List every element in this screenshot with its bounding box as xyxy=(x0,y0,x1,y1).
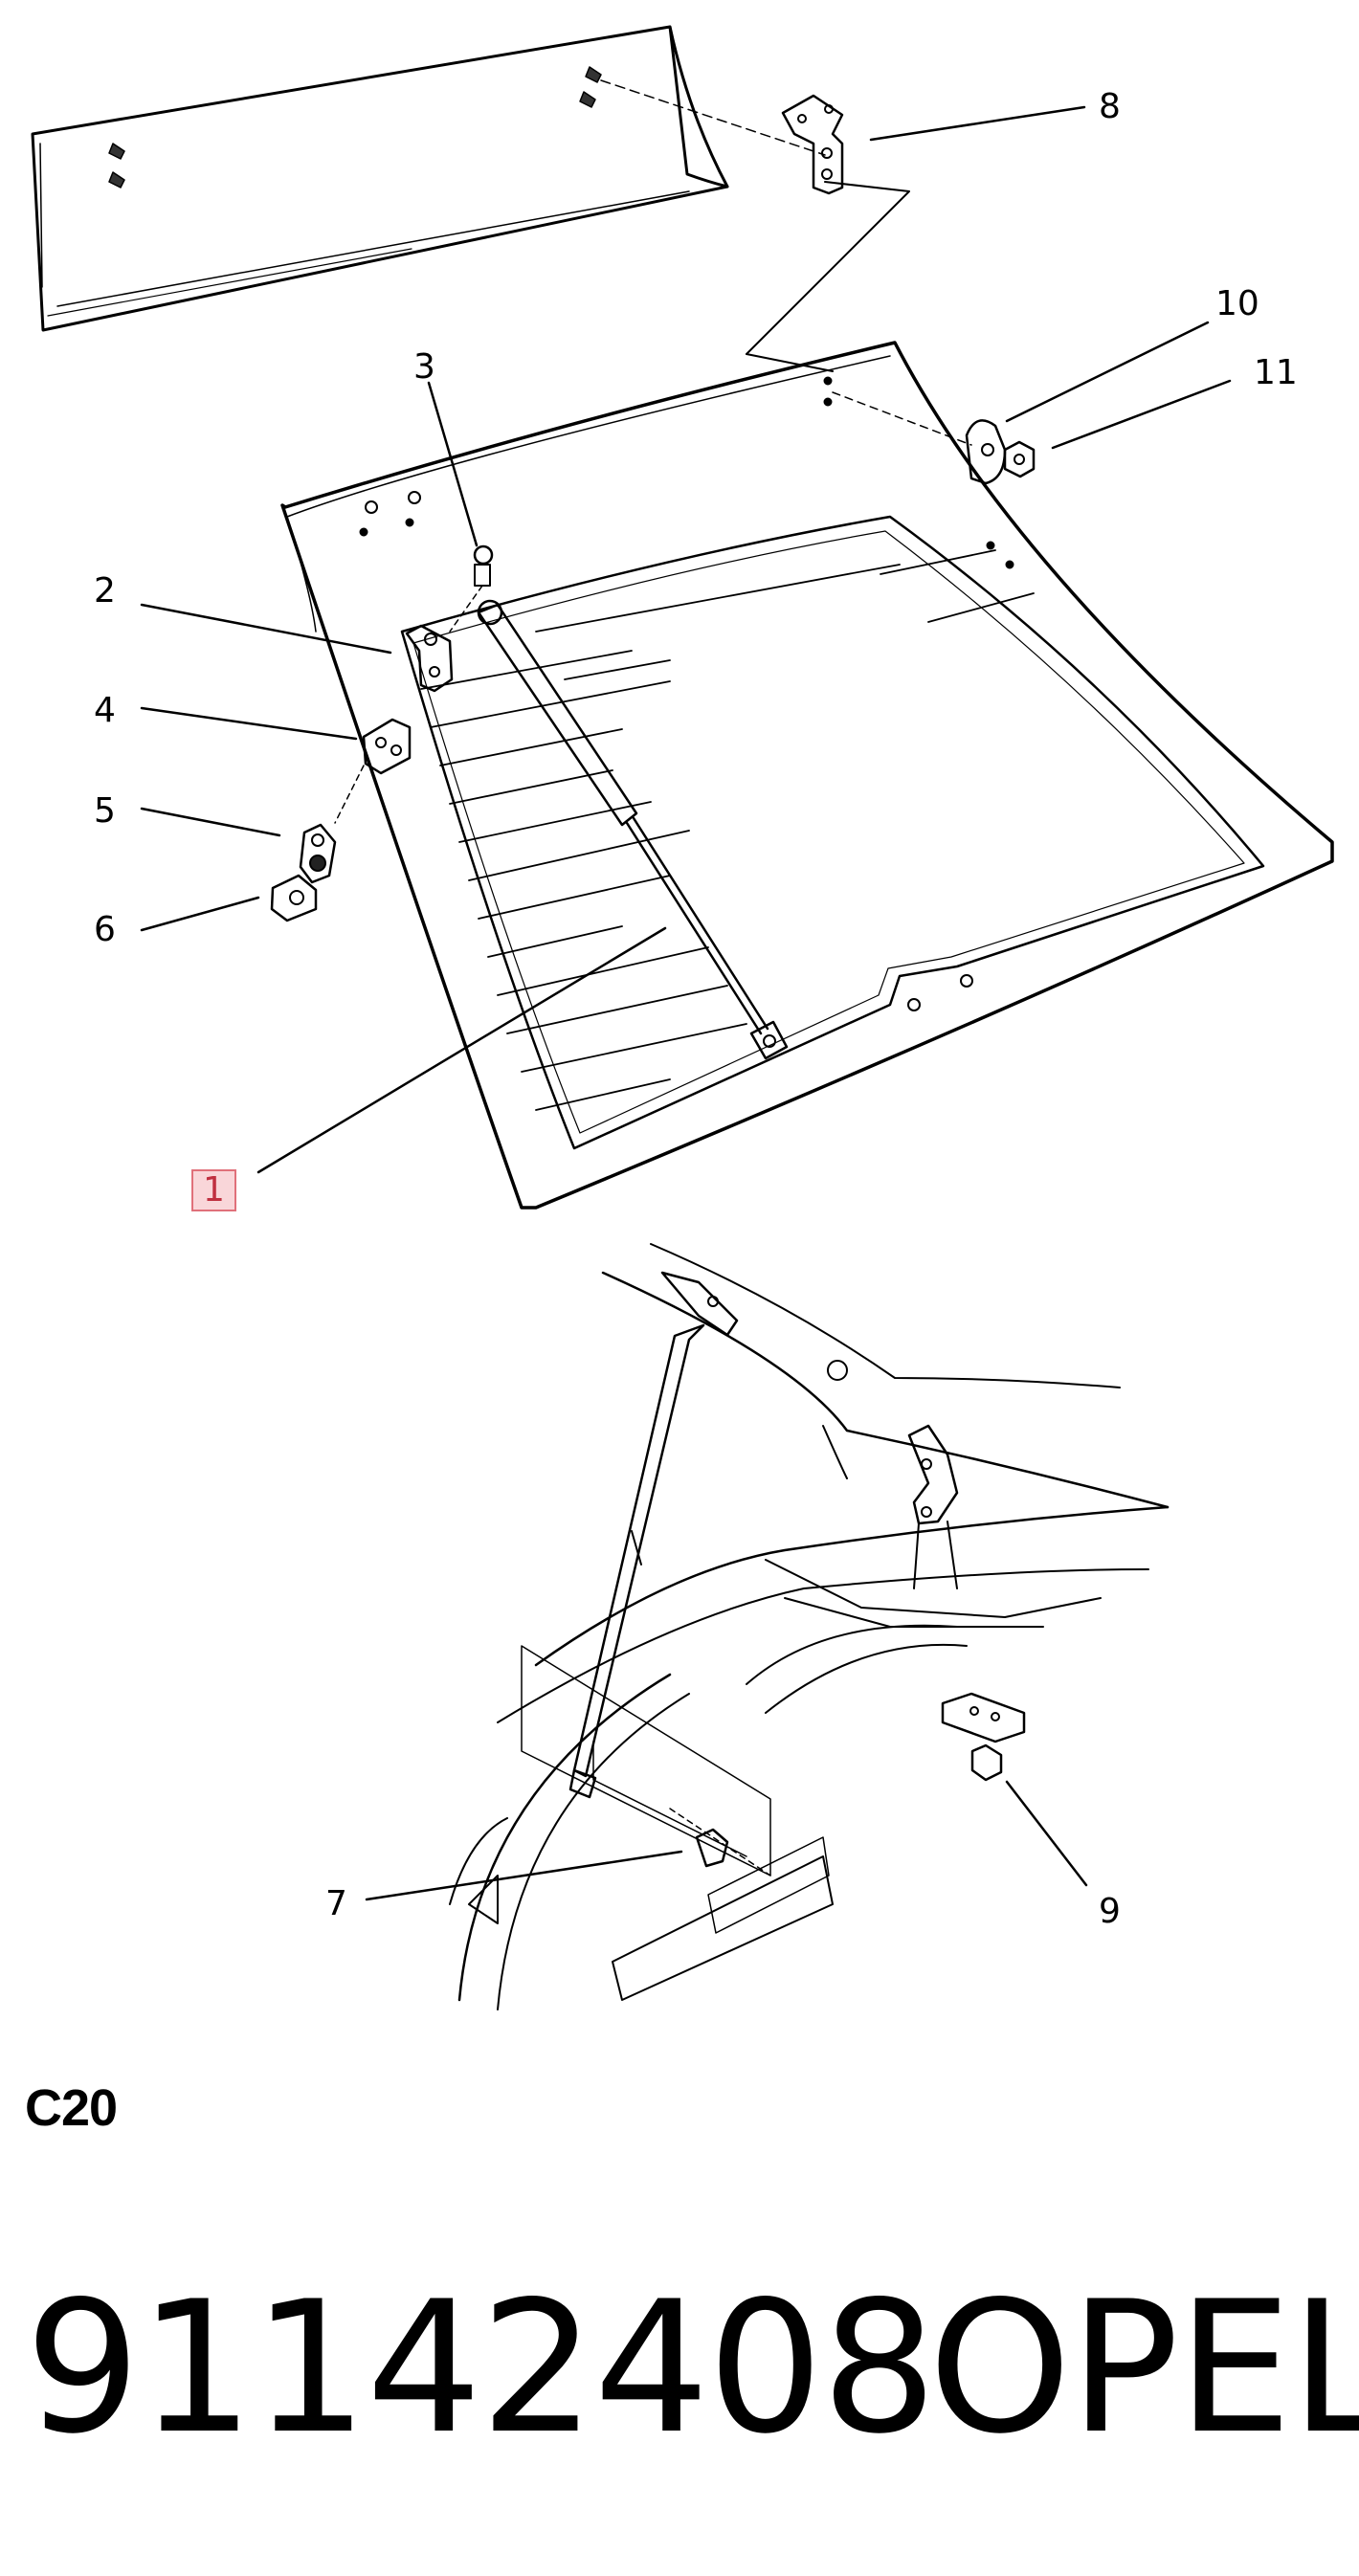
callout-6: 6 xyxy=(94,910,116,949)
leader-lines-top xyxy=(140,105,1232,1174)
exploded-view-drawing xyxy=(31,25,1334,2010)
callout-1-highlighted[interactable]: 1 xyxy=(191,1169,236,1211)
part-number: 91142408 xyxy=(25,2262,937,2474)
callout-2: 2 xyxy=(94,571,116,611)
callout-10: 10 xyxy=(1215,284,1259,323)
leader-lines-bottom xyxy=(365,1780,1088,1901)
bracket-2 xyxy=(405,624,454,693)
hinge-top xyxy=(600,79,910,372)
tailgate-glass xyxy=(280,341,1334,1210)
gas-strut xyxy=(477,599,789,1060)
callout-4: 4 xyxy=(94,691,116,730)
roof-panel xyxy=(31,25,729,332)
bolt-3 xyxy=(449,544,494,633)
vehicle-rear-view xyxy=(449,1243,1170,2010)
plate-4 xyxy=(334,718,412,824)
diagram-code: C20 xyxy=(25,2079,118,2137)
washer-nut-10-11 xyxy=(832,391,1036,485)
washer-6 xyxy=(270,874,318,922)
callout-8: 8 xyxy=(1099,87,1121,126)
nut-5 xyxy=(299,823,337,884)
callout-7: 7 xyxy=(325,1884,347,1923)
callout-9: 9 xyxy=(1099,1892,1121,1931)
callout-5: 5 xyxy=(94,791,116,831)
parts-diagram: 8 10 11 3 2 4 5 6 1 7 9 xyxy=(31,25,1334,2010)
callout-3: 3 xyxy=(413,347,435,387)
brand-name: OPEL xyxy=(928,2262,1359,2474)
callout-11: 11 xyxy=(1254,353,1298,392)
